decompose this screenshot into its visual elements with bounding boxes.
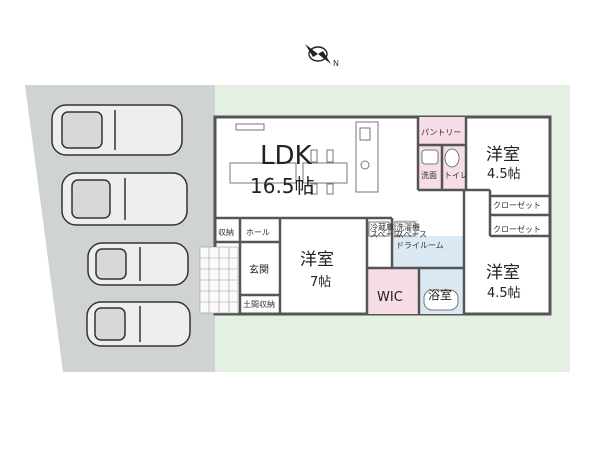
dryer-space-label: 冷蔵庫スペース	[370, 222, 401, 239]
bedroom-se-name: 洋室	[486, 263, 520, 283]
bedroom-ne-size: 4.5帖	[487, 167, 521, 182]
bedroom-ne-name: 洋室	[486, 145, 520, 165]
hall-label: ホール	[246, 228, 270, 237]
wic-label: WIC	[377, 290, 403, 305]
shoe-storage-label: 土間収納	[243, 299, 275, 309]
car-3	[87, 242, 189, 286]
car-1	[51, 104, 183, 156]
entrance-label: 玄関	[249, 263, 269, 276]
pantry-area	[418, 117, 466, 145]
car-2	[61, 172, 188, 226]
parking-area	[25, 85, 215, 372]
toilet-label: トイレ	[444, 171, 468, 180]
dry-room-label: ドライルーム	[396, 241, 444, 250]
bedroom-center-name: 洋室	[300, 250, 334, 270]
storage-label: 収納	[218, 227, 234, 237]
bedroom-se-size: 4.5帖	[487, 286, 521, 301]
car-4	[86, 301, 191, 347]
fixtures	[368, 148, 460, 311]
washer-space-label: 洗濯機スペース	[396, 222, 427, 239]
washroom-label: 洗面	[421, 170, 437, 180]
ldk-furniture	[229, 121, 379, 195]
dry-room-area	[392, 236, 464, 268]
compass-icon: N	[305, 44, 339, 68]
closet-1-label: クローゼット	[493, 200, 541, 210]
closet-2-label: クローゼット	[493, 224, 541, 234]
ldk-name: LDK	[260, 141, 313, 171]
compass-label: N	[333, 59, 339, 68]
wic-area	[367, 268, 419, 314]
ldk-size: 16.5帖	[250, 174, 315, 198]
bedroom-center-size: 7帖	[310, 275, 331, 290]
bathroom-label: 浴室	[428, 287, 452, 302]
interior-walls	[213, 117, 550, 314]
entrance-steps	[199, 246, 239, 314]
pantry-label: パントリー	[421, 128, 461, 137]
